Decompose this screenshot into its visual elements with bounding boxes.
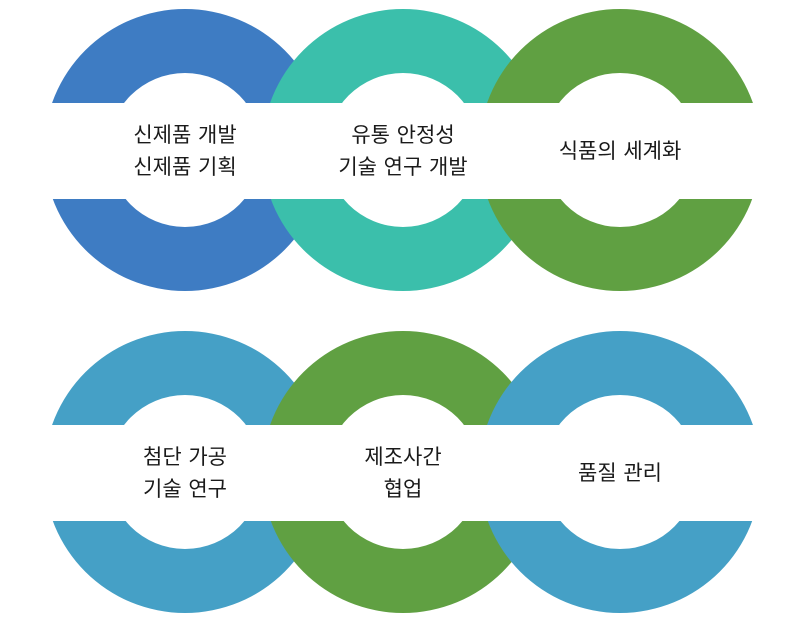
ring-label-line: 첨단 가공 — [143, 445, 227, 469]
ring-label-2-3: 품질 관리 — [520, 457, 720, 489]
ring-label-1-3: 식품의 세계화 — [520, 135, 720, 167]
ring-label-line: 식품의 세계화 — [558, 139, 682, 163]
ring-label-line: 기술 연구 — [143, 477, 227, 501]
ring-label-line: 품질 관리 — [578, 461, 662, 485]
ring-label-line: 신제품 개발 — [133, 123, 237, 147]
ring-label-line: 유통 안정성 — [351, 123, 455, 147]
ring-2-3 — [479, 331, 761, 613]
ring-label-line: 제조사간 — [364, 445, 442, 469]
ring-2-2 — [262, 331, 544, 613]
ring-2-1 — [44, 331, 326, 613]
ring-label-line: 협업 — [383, 477, 423, 501]
ring-1-2 — [262, 9, 544, 291]
ring-1-3 — [479, 9, 761, 291]
ring-label-line: 기술 연구 개발 — [338, 155, 468, 179]
label-band-row-1 — [0, 103, 800, 199]
ring-label-line: 신제품 기획 — [133, 155, 237, 179]
ring-1-1 — [44, 9, 326, 291]
label-band-row-2 — [0, 425, 800, 521]
